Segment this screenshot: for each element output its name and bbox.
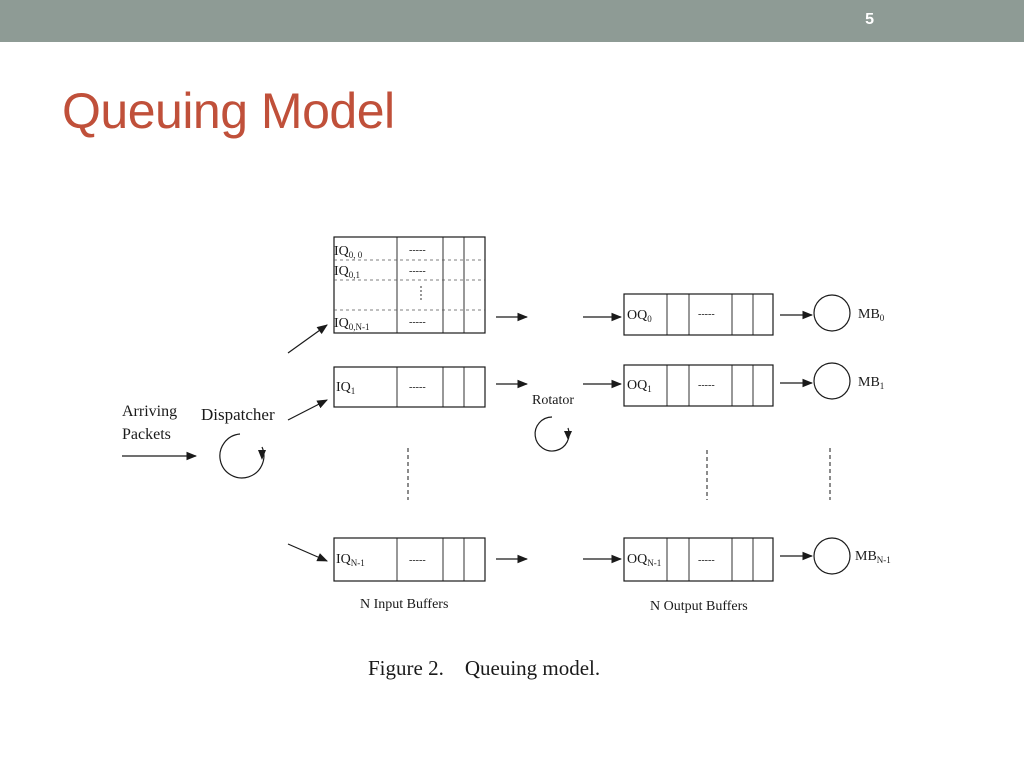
iq-0-n-label: IQ0,N-1 — [334, 316, 370, 332]
iq-1-ellipsis: ----- — [409, 382, 426, 393]
iq-n-ellipsis: ----- — [409, 555, 426, 566]
oq-1-label: OQ1 — [627, 378, 652, 394]
rotator-rotation-arrowhead — [564, 431, 572, 440]
mb-1-label: MB1 — [858, 375, 884, 391]
input-queue-n: IQN-1 ----- — [333, 537, 486, 582]
iq-n-label: IQN-1 — [336, 552, 365, 568]
memory-bank-0 — [813, 294, 851, 332]
dispatcher-rotation-icon — [219, 433, 265, 479]
iq-0-0-label: IQ0, 0 — [334, 244, 363, 260]
slide-number: 5 — [865, 11, 874, 28]
dispatch-arrow-1 — [287, 399, 328, 421]
top-bar: 5 — [0, 0, 1024, 42]
iq-0-0-ellipsis: ----- — [409, 245, 426, 256]
input-buffers-label: N Input Buffers — [360, 597, 448, 612]
memory-bank-n — [813, 537, 851, 575]
iq-0-1-label: IQ0,1 — [334, 264, 360, 280]
mb-n-label: MBN-1 — [855, 549, 891, 565]
oq-n-ellipsis: ----- — [698, 555, 715, 566]
iq-0-n-ellipsis: ----- — [409, 317, 426, 328]
dispatch-arrow-0 — [287, 324, 328, 354]
mb-0-label: MB0 — [858, 307, 885, 323]
slide-title: Queuing Model — [62, 83, 395, 139]
figure-caption: Figure 2. Queuing model. — [368, 656, 601, 680]
iq-0-1-ellipsis: ----- — [409, 266, 426, 277]
dispatcher-label: Dispatcher — [201, 405, 275, 424]
rotator-rotation-icon — [534, 416, 570, 452]
oq-0-ellipsis: ----- — [698, 309, 715, 320]
oq-n-label: OQN-1 — [627, 552, 661, 568]
iq-1-label: IQ1 — [336, 380, 355, 396]
dispatcher-rotation-arrowhead — [258, 450, 266, 460]
input-queue-group-0: IQ0, 0 IQ0,1 IQ0,N-1 ----- ----- ----- — [333, 236, 486, 334]
oq-1-ellipsis: ----- — [698, 380, 715, 391]
dispatch-arrow-n — [287, 543, 328, 562]
output-queue-0: OQ0 ----- — [623, 293, 774, 336]
input-queue-1: IQ1 ----- — [333, 366, 486, 408]
output-buffers-label: N Output Buffers — [650, 599, 748, 614]
arriving-label: Arriving Packets — [122, 403, 181, 443]
oq-0-label: OQ0 — [627, 308, 652, 324]
output-queue-1: OQ1 ----- — [623, 364, 774, 407]
rotator-label: Rotator — [532, 393, 574, 408]
output-queue-n: OQN-1 ----- — [623, 537, 774, 582]
memory-bank-1 — [813, 362, 851, 400]
